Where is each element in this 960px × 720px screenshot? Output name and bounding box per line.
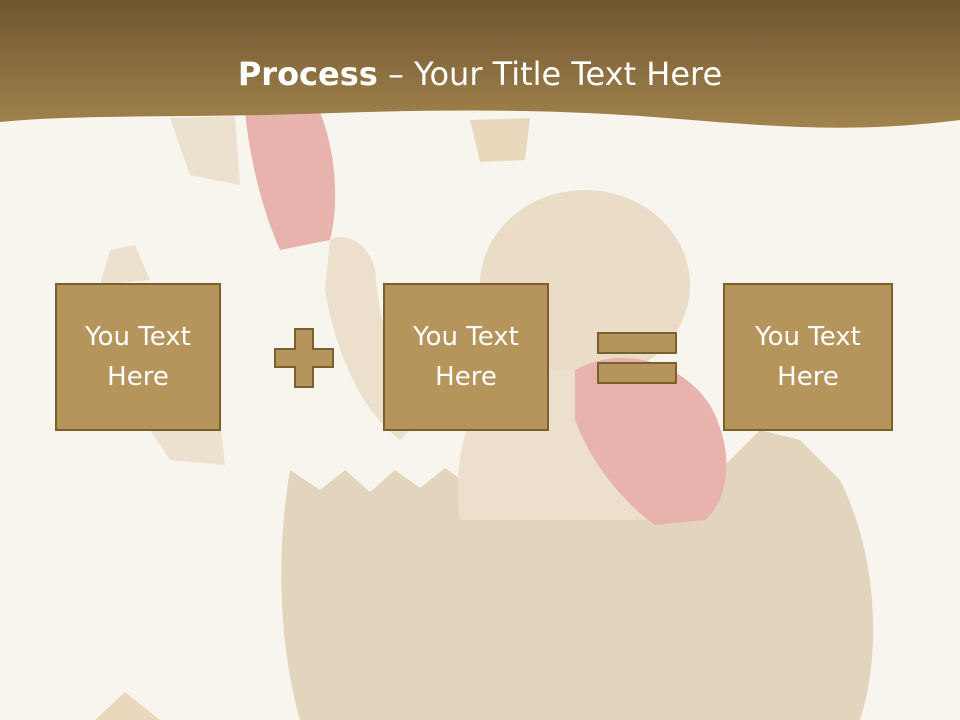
shell-fragment xyxy=(170,116,240,185)
shell-fragment xyxy=(100,245,150,285)
process-box-text: You Text Here xyxy=(755,322,861,392)
eggshell xyxy=(281,430,874,720)
shell-fragment xyxy=(95,692,160,720)
process-box-2[interactable]: You Text Here xyxy=(383,283,549,431)
slide-title: Process – Your Title Text Here xyxy=(0,52,960,96)
glove-lower xyxy=(575,357,727,525)
process-box-1[interactable]: You Text Here xyxy=(55,283,221,431)
plus-icon xyxy=(274,328,334,388)
shell-fragment xyxy=(150,420,225,465)
title-band xyxy=(0,0,960,128)
process-box-3[interactable]: You Text Here xyxy=(723,283,893,431)
title-rest: – Your Title Text Here xyxy=(377,55,723,93)
process-box-text: You Text Here xyxy=(85,322,191,392)
shell-fragment xyxy=(470,118,530,162)
glove-upper xyxy=(245,112,336,250)
title-bold: Process xyxy=(237,55,378,93)
process-box-text: You Text Here xyxy=(413,322,519,392)
equals-icon xyxy=(597,332,677,384)
